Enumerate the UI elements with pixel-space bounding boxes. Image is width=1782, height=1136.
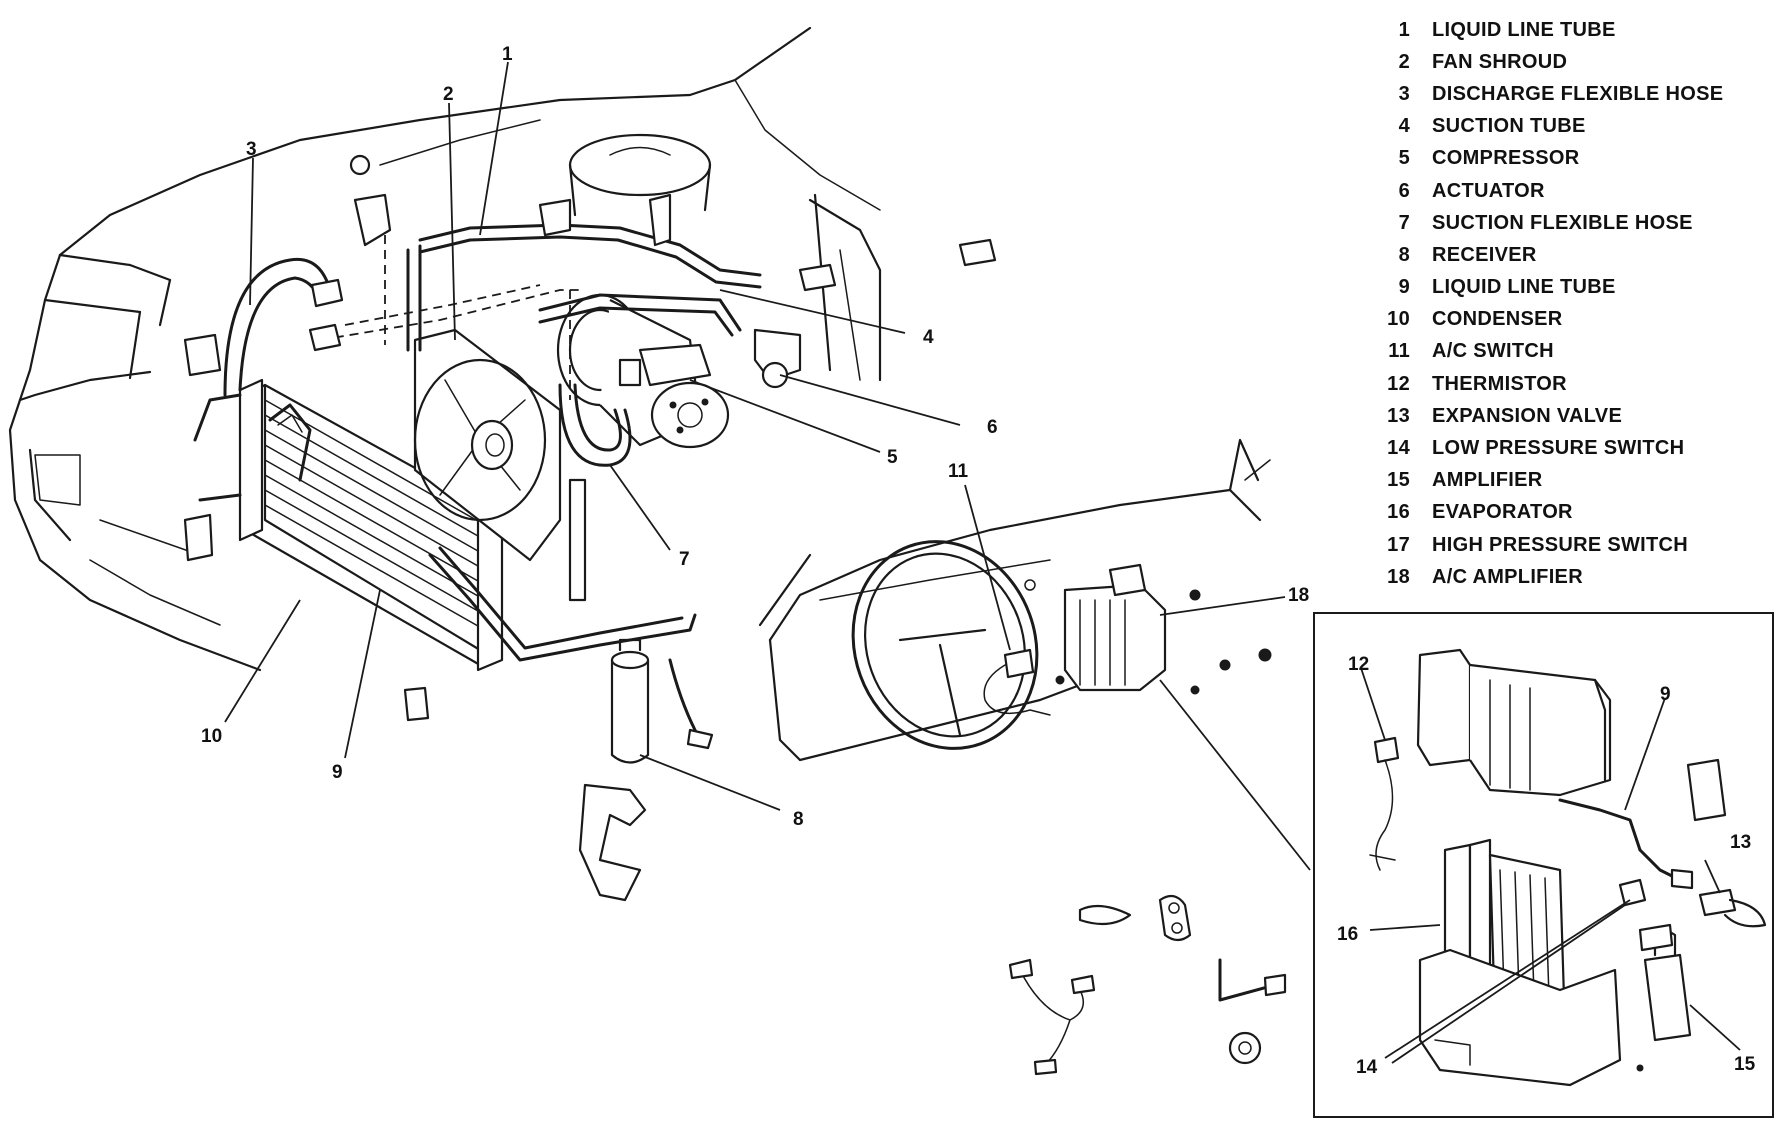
legend-label: COMPRESSOR	[1432, 147, 1580, 170]
car-body	[8, 26, 882, 672]
inset-evaporator-assembly	[1369, 648, 1767, 1087]
fan-shroud	[413, 328, 587, 602]
legend-row: 13 EXPANSION VALVE	[1372, 400, 1772, 432]
legend-number: 3	[1398, 82, 1410, 105]
legend-row: 14 LOW PRESSURE SWITCH	[1372, 432, 1772, 464]
legend-label: SUCTION TUBE	[1432, 115, 1586, 138]
legend-label: DISCHARGE FLEXIBLE HOSE	[1432, 82, 1724, 105]
legend-label: EXPANSION VALVE	[1432, 404, 1623, 427]
hoses-and-tubes	[193, 223, 762, 662]
legend-label: LIQUID LINE TUBE	[1432, 18, 1616, 41]
legend-label: LIQUID LINE TUBE	[1432, 276, 1616, 299]
legend-number: 17	[1387, 533, 1410, 556]
legend-number: 9	[1398, 276, 1410, 299]
inset-callout-12: 12	[1348, 654, 1369, 675]
legend-row: 4 SUCTION TUBE	[1372, 111, 1772, 143]
legend-number: 4	[1398, 115, 1410, 138]
legend-number: 15	[1387, 469, 1410, 492]
legend-number: 13	[1387, 404, 1410, 427]
callout-11: 11	[948, 461, 969, 482]
legend-row: 12 THERMISTOR	[1372, 368, 1772, 400]
inset-callout-16: 16	[1337, 924, 1358, 945]
callout-10: 10	[201, 726, 222, 747]
inset-callout-15: 15	[1734, 1054, 1756, 1075]
callout-6: 6	[987, 417, 998, 438]
callout-4: 4	[923, 327, 934, 348]
legend-number: 2	[1398, 50, 1410, 73]
legend-label: LOW PRESSURE SWITCH	[1432, 437, 1685, 460]
legend-row: 11 A/C SWITCH	[1372, 336, 1772, 368]
callout-18: 18	[1288, 585, 1309, 606]
legend-row: 7 SUCTION FLEXIBLE HOSE	[1372, 207, 1772, 239]
legend-number: 12	[1387, 372, 1410, 395]
actuator	[183, 154, 997, 722]
legend-number: 14	[1387, 437, 1410, 460]
dashboard	[758, 438, 1272, 762]
legend-number: 6	[1398, 179, 1410, 202]
legend-label: HIGH PRESSURE SWITCH	[1432, 533, 1689, 556]
compressor	[556, 293, 730, 449]
legend-label: A/C SWITCH	[1432, 340, 1554, 363]
callout-8: 8	[793, 809, 804, 830]
legend-row: 10 CONDENSER	[1372, 304, 1772, 336]
callout-3: 3	[246, 139, 257, 160]
inset-callout-9: 9	[1660, 684, 1671, 705]
legend-row: 2 FAN SHROUD	[1372, 46, 1772, 78]
legend-row: 16 EVAPORATOR	[1372, 497, 1772, 529]
callout-9: 9	[332, 762, 343, 783]
legend-number: 8	[1398, 243, 1410, 266]
legend-number: 16	[1387, 501, 1410, 524]
legend-label: EVAPORATOR	[1432, 501, 1573, 524]
legend-label: A/C AMPLIFIER	[1432, 565, 1583, 588]
inset-callout-14: 14	[1356, 1057, 1378, 1078]
receiver	[578, 638, 714, 902]
callout-1: 1	[502, 44, 513, 65]
legend-number: 11	[1388, 340, 1410, 363]
legend-label: AMPLIFIER	[1432, 469, 1543, 492]
legend-row: 17 HIGH PRESSURE SWITCH	[1372, 529, 1772, 561]
legend-row: 18 A/C AMPLIFIER	[1372, 561, 1772, 593]
inset-frame	[1313, 612, 1774, 1118]
legend-number: 10	[1387, 308, 1410, 331]
legend-label: ACTUATOR	[1432, 179, 1545, 202]
legend-row: 9 LIQUID LINE TUBE	[1372, 272, 1772, 304]
legend-label: RECEIVER	[1432, 243, 1537, 266]
legend-number: 7	[1398, 211, 1410, 234]
legend-label: CONDENSER	[1432, 308, 1563, 331]
callout-5: 5	[887, 447, 898, 468]
legend-number: 18	[1387, 565, 1410, 588]
leader-lines	[224, 61, 1741, 1064]
legend-number: 5	[1398, 147, 1410, 170]
legend-row: 5 COMPRESSOR	[1372, 143, 1772, 175]
condenser	[238, 378, 504, 672]
inset-callout-13: 13	[1730, 832, 1751, 853]
legend-row: 3 DISCHARGE FLEXIBLE HOSE	[1372, 78, 1772, 110]
callout-2: 2	[443, 84, 454, 105]
legend-label: FAN SHROUD	[1432, 50, 1568, 73]
legend-label: THERMISTOR	[1432, 372, 1567, 395]
legend-row: 8 RECEIVER	[1372, 239, 1772, 271]
loose-parts	[1008, 894, 1287, 1076]
callout-numbers: 1 2 3 4 6 5 11 7 18 10 9 8 12 9 13 16 14…	[201, 44, 1756, 1078]
legend-row: 6 ACTUATOR	[1372, 175, 1772, 207]
dashed-reference-lines	[319, 235, 580, 400]
legend-label: SUCTION FLEXIBLE HOSE	[1432, 211, 1693, 234]
legend-row: 1 LIQUID LINE TUBE	[1372, 14, 1772, 46]
legend-number: 1	[1398, 18, 1410, 41]
callout-7: 7	[679, 549, 690, 570]
legend-row: 15 AMPLIFIER	[1372, 465, 1772, 497]
